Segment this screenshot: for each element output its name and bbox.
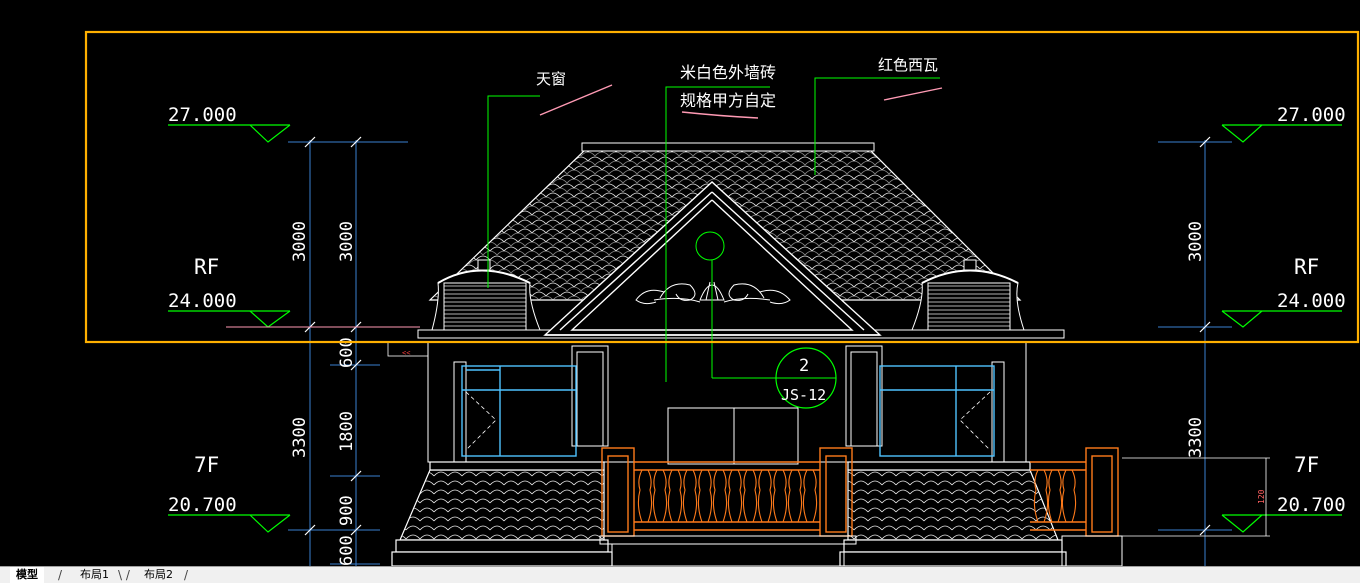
facade-upper: [427, 341, 1027, 465]
dim-inner-600b: 600: [337, 535, 357, 566]
level-27-left: 27.000: [168, 104, 237, 126]
lower-roof-right: [839, 461, 1067, 566]
dim-outer-upper-left: 3000: [290, 221, 310, 262]
level-20-left: 20.700: [168, 494, 237, 516]
window-left-swing: [465, 391, 497, 451]
dim-inner-600a: 600: [337, 337, 357, 368]
left-dimension-lines: [288, 140, 408, 566]
baluster: [1061, 469, 1077, 523]
right-small-dimension: [1122, 457, 1270, 537]
baluster: [742, 469, 758, 523]
lower-roof-left: [391, 461, 613, 566]
tab-layout2[interactable]: 布局2: [144, 568, 173, 581]
layout-tab-bar: 模型 / 布局1 \ / 布局2 /: [0, 566, 1360, 583]
floor-label-rf-right: RF: [1294, 255, 1319, 279]
detail-marker: [775, 347, 837, 409]
floor-label-7f-right: 7F: [1294, 453, 1319, 477]
tab-separator: /: [184, 568, 189, 582]
balusters-center: [637, 469, 818, 523]
baluster: [1033, 469, 1049, 523]
baluster: [667, 469, 683, 523]
right-dimension-ticks: [1199, 136, 1211, 536]
left-dimension-ticks: [304, 136, 362, 536]
baluster: [712, 469, 728, 523]
svg-text:<<: <<: [402, 349, 410, 357]
baluster: [757, 469, 773, 523]
baluster: [637, 469, 653, 523]
level-27-right: 27.000: [1277, 104, 1346, 126]
floor-label-rf-left: RF: [194, 255, 219, 279]
dim-outer-upper-right: 3000: [1186, 221, 1206, 262]
dim-inner-upper: 3000: [337, 221, 357, 262]
baluster: [802, 469, 818, 523]
callout-leaders: [487, 77, 940, 382]
selection-window[interactable]: [84, 30, 1360, 344]
dim-outer-lower-left: 3300: [290, 417, 310, 458]
baluster: [697, 469, 713, 523]
baluster: [652, 469, 668, 523]
base-bands: [599, 535, 1123, 566]
window-left: [461, 365, 577, 457]
dormer-left: [431, 259, 541, 331]
small-dim-120: 120: [1257, 489, 1266, 504]
level-20-right: 20.700: [1277, 494, 1346, 516]
tab-separator: \ /: [118, 568, 130, 582]
callout-skylight: 天窗: [536, 70, 566, 88]
cad-drawing-canvas[interactable]: 3000 3000 600 3300 1800 900 600 3000 330…: [0, 0, 1360, 566]
baluster: [772, 469, 788, 523]
baluster: [727, 469, 743, 523]
tab-separator: /: [58, 568, 63, 582]
detail-marker-number: 2: [799, 356, 809, 376]
dim-outer-lower-right: 3300: [1186, 417, 1206, 458]
callout-underlines: [539, 84, 943, 119]
gable-vent-circle: [695, 231, 725, 261]
baluster: [1047, 469, 1063, 523]
callout-wall-brick-line1: 米白色外墙砖: [680, 63, 776, 82]
detail-marker-sheet: JS-12: [781, 386, 826, 404]
level-24-right: 24.000: [1277, 290, 1346, 312]
dim-inner-1800: 1800: [337, 411, 357, 452]
floor-label-7f-left: 7F: [194, 453, 219, 477]
level-24-left: 24.000: [168, 290, 237, 312]
dim-inner-900: 900: [337, 495, 357, 526]
callout-wall-brick-line2: 规格甲方自定: [680, 91, 776, 110]
baluster: [682, 469, 698, 523]
right-dimension-lines: [1158, 140, 1232, 566]
window-right-swing: [959, 391, 991, 451]
window-right: [879, 365, 995, 457]
dormer-right: [911, 259, 1025, 331]
baluster: [787, 469, 803, 523]
tab-layout1[interactable]: 布局1: [80, 568, 109, 581]
balustrade-center: [601, 447, 853, 537]
tab-model[interactable]: 模型: [10, 567, 44, 583]
balusters-right: [1033, 469, 1077, 523]
callout-red-tile: 红色西瓦: [878, 56, 938, 74]
level-markers: [168, 124, 1342, 533]
